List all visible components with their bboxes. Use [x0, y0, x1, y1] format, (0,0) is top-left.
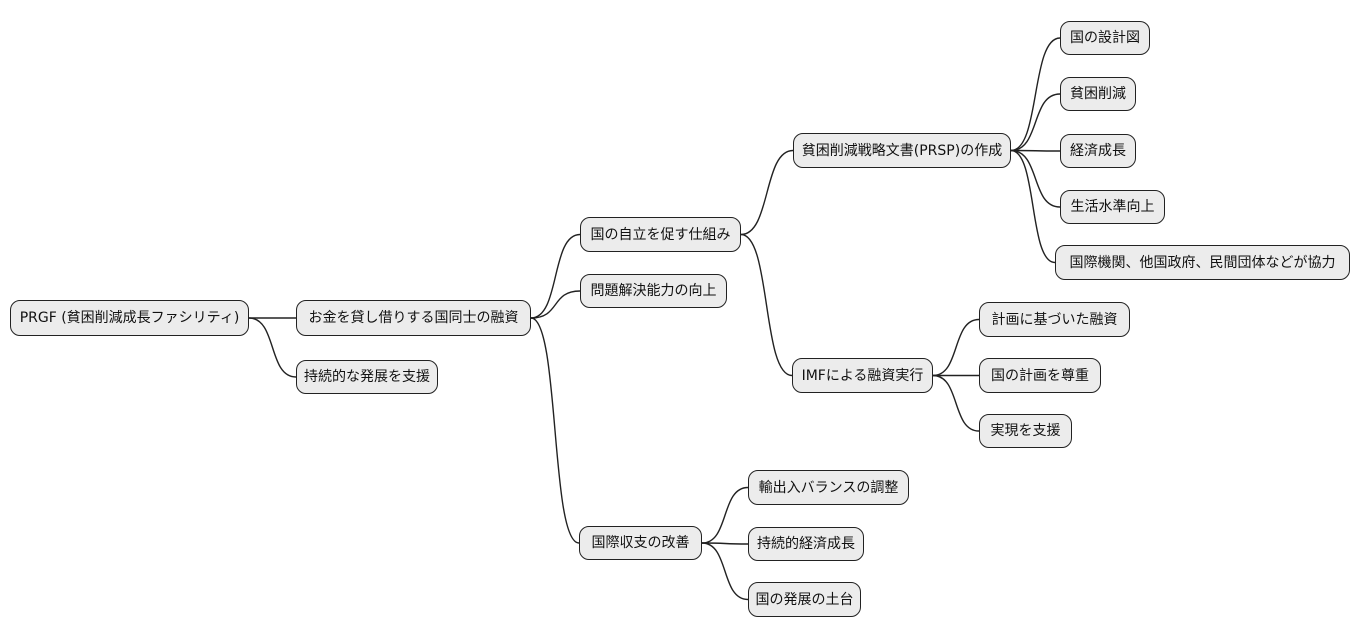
connector-self-reliance-mechanism-to-prsp-creation [740, 149, 794, 236]
mindmap-node-trade-balance-adjustment: 輸出入バランスの調整 [748, 470, 909, 505]
connector-balance-of-payments-improvement-to-sustained-economic-growth [701, 542, 749, 545]
mindmap-node-prgf-root: PRGF (貧困削減成長ファシリティ) [10, 300, 249, 336]
mindmap-node-imf-financing-execution: IMFによる融資実行 [792, 358, 933, 393]
mindmap-node-sustained-economic-growth: 持続的経済成長 [748, 527, 864, 561]
mindmap-node-prsp-creation: 貧困削減戦略文書(PRSP)の作成 [793, 133, 1011, 168]
mindmap-node-sustainable-development-support: 持続的な発展を支援 [296, 360, 438, 394]
connector-mutual-financing-to-balance-of-payments-improvement [530, 317, 580, 544]
connector-prsp-creation-to-country-blueprint [1010, 37, 1061, 152]
mindmap-node-international-cooperation: 国際機関、他国政府、民間団体などが協力 [1055, 245, 1350, 280]
mindmap-node-poverty-reduction: 貧困削減 [1060, 77, 1136, 111]
connector-self-reliance-mechanism-to-imf-financing-execution [740, 233, 793, 377]
mindmap-node-problem-solving-capacity: 問題解決能力の向上 [580, 274, 727, 308]
mindmap-node-foundation-of-development: 国の発展の土台 [748, 582, 861, 617]
mindmap-node-living-standards-improvement: 生活水準向上 [1060, 190, 1165, 224]
connector-prsp-creation-to-living-standards-improvement [1010, 149, 1061, 208]
connector-balance-of-payments-improvement-to-trade-balance-adjustment [701, 486, 749, 544]
connector-imf-financing-execution-to-realization-support [932, 374, 980, 432]
mindmap-node-economic-growth: 経済成長 [1060, 134, 1136, 168]
mindmap-node-respect-country-plan: 国の計画を尊重 [979, 358, 1101, 393]
connector-prsp-creation-to-economic-growth [1010, 149, 1061, 152]
mindmap-node-country-blueprint: 国の設計図 [1060, 21, 1150, 55]
connector-balance-of-payments-improvement-to-foundation-of-development [701, 542, 749, 601]
mindmap-node-realization-support: 実現を支援 [979, 414, 1072, 448]
connector-mutual-financing-to-self-reliance-mechanism [530, 233, 581, 319]
mindmap-node-self-reliance-mechanism: 国の自立を促す仕組み [580, 217, 741, 252]
mindmap-node-mutual-financing: お金を貸し借りする国同士の融資 [296, 300, 531, 336]
mindmap-node-plan-based-financing: 計画に基づいた融資 [979, 302, 1130, 337]
connector-mutual-financing-to-problem-solving-capacity [530, 290, 581, 319]
connector-prgf-to-sustainable-development-support [248, 317, 297, 378]
connector-prsp-creation-to-poverty-reduction [1010, 93, 1061, 152]
mindmap-node-balance-of-payments-improvement: 国際収支の改善 [579, 526, 702, 560]
connector-imf-financing-execution-to-plan-based-financing [932, 318, 980, 377]
connector-prsp-creation-to-international-cooperation [1010, 149, 1056, 264]
